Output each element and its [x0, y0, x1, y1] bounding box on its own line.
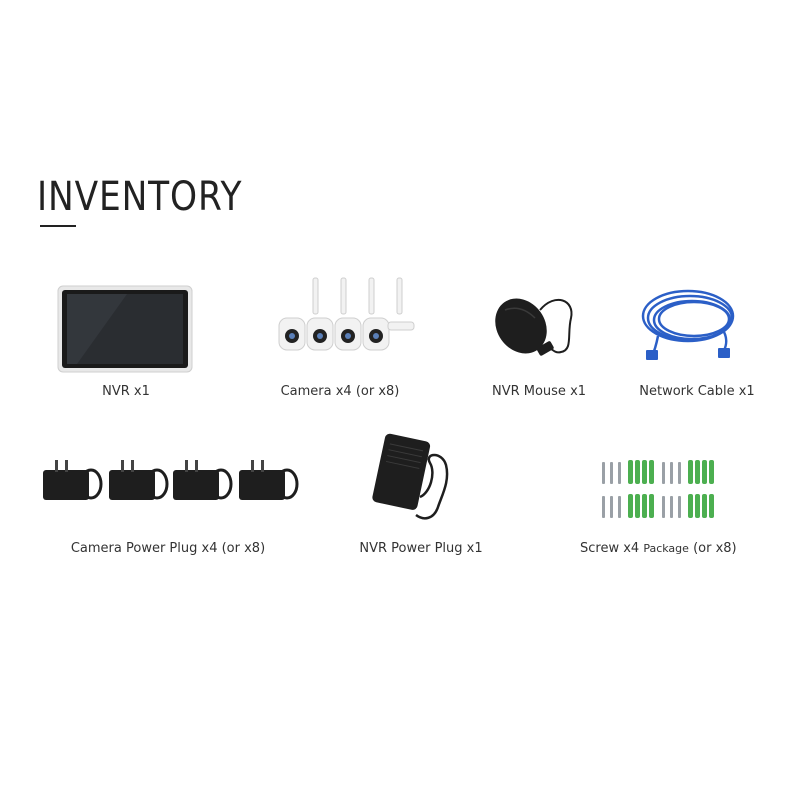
mouse-label: NVR Mouse x1	[491, 384, 587, 399]
screw-label-main: Screw x4	[580, 541, 644, 556]
screw-label-end: (or x8)	[688, 541, 737, 556]
nvr-monitor-image	[57, 285, 193, 373]
title-underline	[40, 225, 76, 227]
camera-power-plug-label: Camera Power Plug x4 (or x8)	[70, 541, 266, 556]
nvr-label: NVR x1	[102, 384, 150, 399]
camera-set-image	[278, 277, 415, 351]
nvr-power-plug-image	[372, 433, 449, 520]
nvr-power-plug-label: NVR Power Plug x1	[359, 541, 483, 556]
nvr-mouse-image	[495, 298, 573, 356]
camera-label: Camera x4 (or x8)	[280, 384, 400, 399]
network-cable-label: Network Cable x1	[639, 384, 755, 399]
camera-power-plugs-image	[43, 460, 299, 500]
network-cable-image	[641, 289, 735, 360]
screw-label: Screw x4 Package (or x8)	[580, 541, 737, 556]
page-title: INVENTORY	[37, 174, 243, 220]
screw-label-package: Package	[643, 542, 689, 555]
screw-package-image	[602, 460, 714, 518]
